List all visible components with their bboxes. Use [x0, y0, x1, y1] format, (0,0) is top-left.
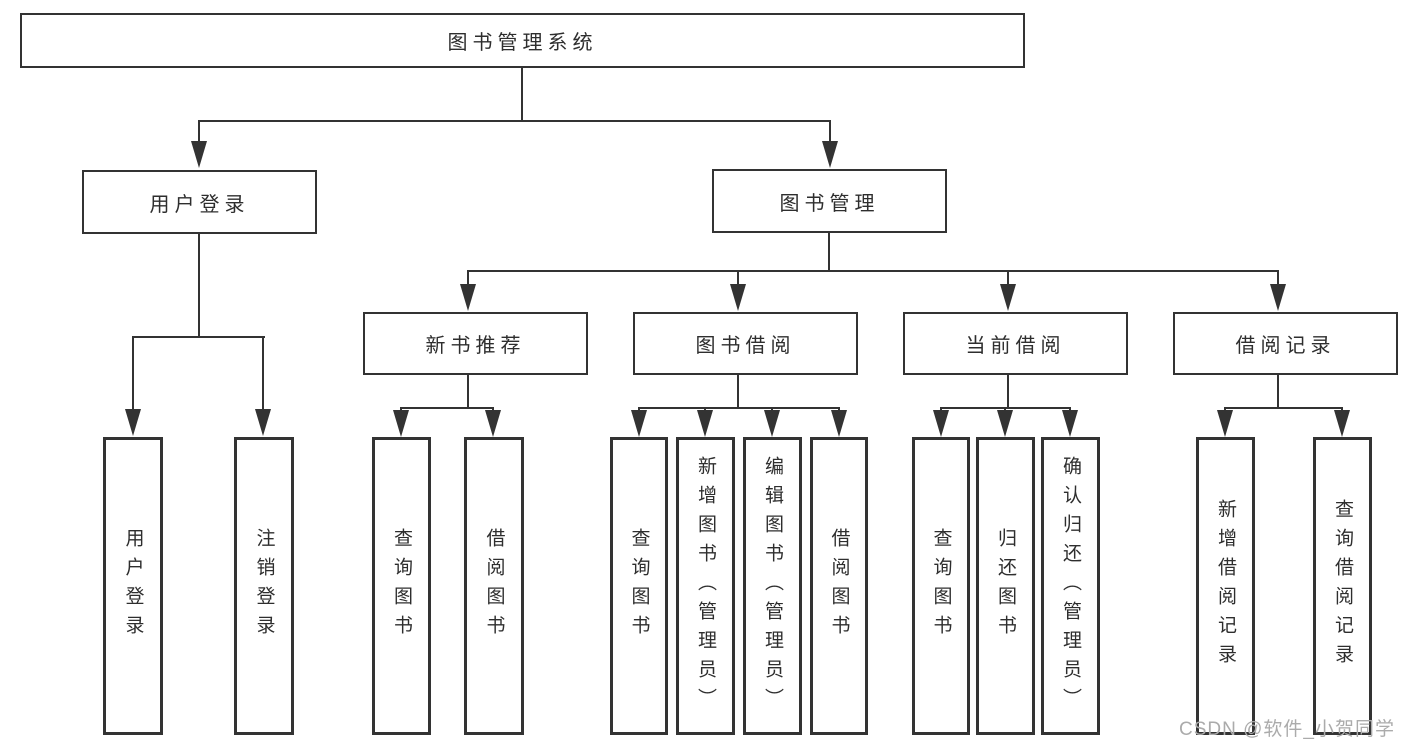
connector-line — [1007, 270, 1009, 286]
node-book-borrow: 图书借阅 — [633, 312, 858, 375]
leaf-return-books: 归还图书 — [976, 437, 1035, 735]
node-label: 当前借阅 — [965, 335, 1066, 357]
node-label: 新书推荐 — [425, 335, 526, 357]
node-book-management: 图书管理 — [712, 169, 947, 233]
arrowhead-down — [460, 284, 476, 311]
arrowhead-down — [1334, 410, 1350, 437]
leaf-query-books-current: 查询图书 — [912, 437, 970, 735]
connector-line — [132, 336, 265, 338]
node-label: 图书借阅 — [695, 335, 796, 357]
connector-line — [737, 375, 739, 408]
leaf-borrow-books-recommend: 借阅图书 — [464, 437, 524, 735]
node-label: 用户登录 — [149, 193, 250, 216]
arrowhead-down — [1000, 284, 1016, 311]
connector-line — [262, 336, 264, 410]
leaf-query-books-borrow: 查询图书 — [610, 437, 668, 735]
leaf-add-borrow-record: 新增借阅记录 — [1196, 437, 1255, 735]
connector-line — [467, 375, 469, 408]
connector-line — [467, 270, 469, 286]
connector-line — [521, 68, 523, 120]
connector-line — [737, 270, 739, 286]
connector-line — [1277, 270, 1279, 286]
arrowhead-down — [997, 410, 1013, 437]
connector-line — [198, 120, 200, 143]
node-library-system: 图书管理系统 — [20, 13, 1025, 68]
leaf-borrow-books: 借阅图书 — [810, 437, 868, 735]
arrowhead-down — [393, 410, 409, 437]
node-label: 图书管理 — [779, 192, 880, 215]
leaf-edit-books-admin: 编辑图书（管理员） — [743, 437, 802, 735]
arrowhead-down — [1217, 410, 1233, 437]
connector-line — [1224, 407, 1343, 409]
connector-line — [1007, 375, 1009, 408]
node-label: 图书管理系统 — [447, 32, 598, 54]
arrowhead-down — [485, 410, 501, 437]
arrowhead-down — [1062, 410, 1078, 437]
connector-line — [1277, 375, 1279, 408]
csdn-watermark: CSDN @软件_小贺同学 — [1179, 719, 1395, 740]
leaf-query-books-recommend: 查询图书 — [372, 437, 431, 735]
node-new-book-recommend: 新书推荐 — [363, 312, 588, 375]
leaf-add-books-admin: 新增图书（管理员） — [676, 437, 735, 735]
connector-line — [132, 336, 134, 410]
arrowhead-down — [730, 284, 746, 311]
leaf-confirm-return-admin: 确认归还（管理员） — [1041, 437, 1100, 735]
connector-line — [198, 233, 200, 337]
leaf-user-login: 用户登录 — [103, 437, 163, 735]
connector-line — [638, 407, 840, 409]
arrowhead-down — [831, 410, 847, 437]
connector-line — [829, 120, 831, 143]
arrowhead-down — [191, 141, 207, 168]
arrowhead-down — [125, 409, 141, 436]
node-label: 借阅记录 — [1235, 335, 1336, 357]
arrowhead-down — [822, 141, 838, 168]
connector-line — [828, 233, 830, 270]
arrowhead-down — [1270, 284, 1286, 311]
arrowhead-down — [255, 409, 271, 436]
arrowhead-down — [764, 410, 780, 437]
leaf-logout: 注销登录 — [234, 437, 294, 735]
connector-line — [467, 270, 1279, 272]
arrowhead-down — [933, 410, 949, 437]
leaf-query-borrow-record: 查询借阅记录 — [1313, 437, 1372, 735]
connector-line — [400, 407, 494, 409]
node-user-login-group: 用户登录 — [82, 170, 317, 234]
node-borrow-records: 借阅记录 — [1173, 312, 1398, 375]
connector-line — [198, 120, 831, 122]
arrowhead-down — [631, 410, 647, 437]
arrowhead-down — [697, 410, 713, 437]
node-current-borrow: 当前借阅 — [903, 312, 1128, 375]
